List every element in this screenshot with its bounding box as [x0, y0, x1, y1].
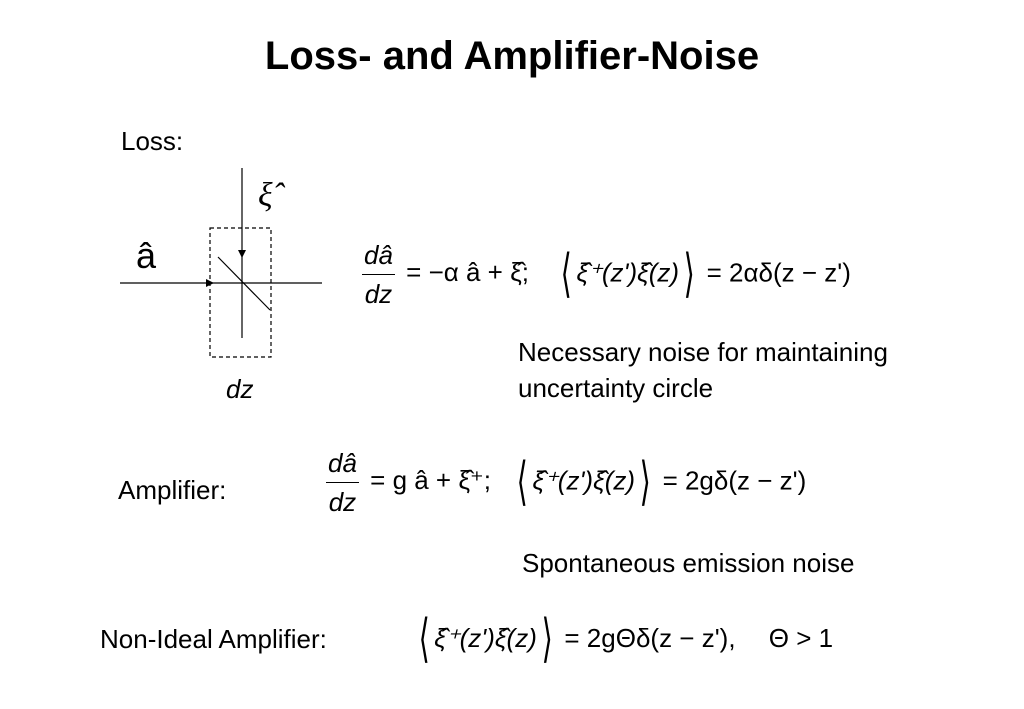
- left-angle-bracket: ⟨: [516, 453, 528, 511]
- non-ideal-correlator: ξ̂⁺(z')ξ̂(z): [434, 622, 537, 653]
- amplifier-rhs: = g â + ξ̂⁺;: [370, 465, 491, 496]
- right-angle-bracket: ⟩: [639, 453, 651, 511]
- loss-correlator: ξ̂⁺(z')ξ̂(z): [576, 257, 680, 288]
- amplifier-label: Amplifier:: [118, 475, 227, 505]
- loss-note-line1: Necessary noise for maintaining: [518, 337, 888, 367]
- non-ideal-label: Non-Ideal Amplifier:: [100, 624, 327, 654]
- beamsplitter-diagram: [120, 168, 322, 358]
- right-angle-bracket: ⟩: [683, 245, 695, 303]
- amplifier-equation: dâ dz = g â + ξ̂⁺; ⟨ξ̂⁺(z')ξ̂(z)⟩ = 2gδ(…: [326, 448, 806, 517]
- non-ideal-correlator-result: = 2gΘδ(z − z'),: [564, 622, 736, 653]
- amplifier-derivative: dâ dz: [326, 448, 359, 517]
- noise-field-label: ξ̂: [258, 177, 273, 214]
- input-field-label: â: [136, 235, 157, 276]
- left-angle-bracket: ⟨: [418, 611, 430, 668]
- amplifier-correlator-result: = 2gδ(z − z'): [662, 465, 807, 496]
- segment-dz-label: dz: [226, 374, 254, 404]
- loss-derivative-numerator: dâ: [364, 240, 393, 270]
- amplifier-note: Spontaneous emission noise: [522, 548, 855, 578]
- loss-label: Loss:: [121, 126, 184, 156]
- left-angle-bracket: ⟨: [560, 245, 572, 303]
- mirror-line: [217, 256, 271, 311]
- amplifier-correlator: ξ̂⁺(z')ξ̂(z): [532, 465, 636, 496]
- right-angle-bracket: ⟩: [541, 611, 553, 668]
- loss-derivative: dâ dz: [362, 240, 395, 309]
- non-ideal-condition: Θ > 1: [768, 622, 834, 653]
- segment-box: [209, 227, 272, 358]
- non-ideal-equation: ⟨ξ̂⁺(z')ξ̂(z)⟩ = 2gΘδ(z − z'), Θ > 1: [414, 611, 834, 668]
- loss-derivative-denominator: dz: [364, 279, 393, 309]
- page-title: Loss- and Amplifier-Noise: [264, 34, 760, 78]
- loss-rhs: = −α â + ξ̂;: [406, 257, 529, 288]
- amplifier-derivative-numerator: dâ: [328, 448, 357, 478]
- loss-correlator-result: = 2αδ(z − z'): [706, 257, 851, 288]
- amplifier-derivative-denominator: dz: [328, 487, 357, 517]
- loss-equation: dâ dz = −α â + ξ̂; ⟨ξ̂⁺(z')ξ̂(z)⟩ = 2αδ(…: [362, 240, 851, 309]
- signal-arrow-icon: [206, 279, 214, 287]
- loss-note-line2: uncertainty circle: [518, 373, 714, 403]
- noise-arrow-icon: [238, 250, 246, 258]
